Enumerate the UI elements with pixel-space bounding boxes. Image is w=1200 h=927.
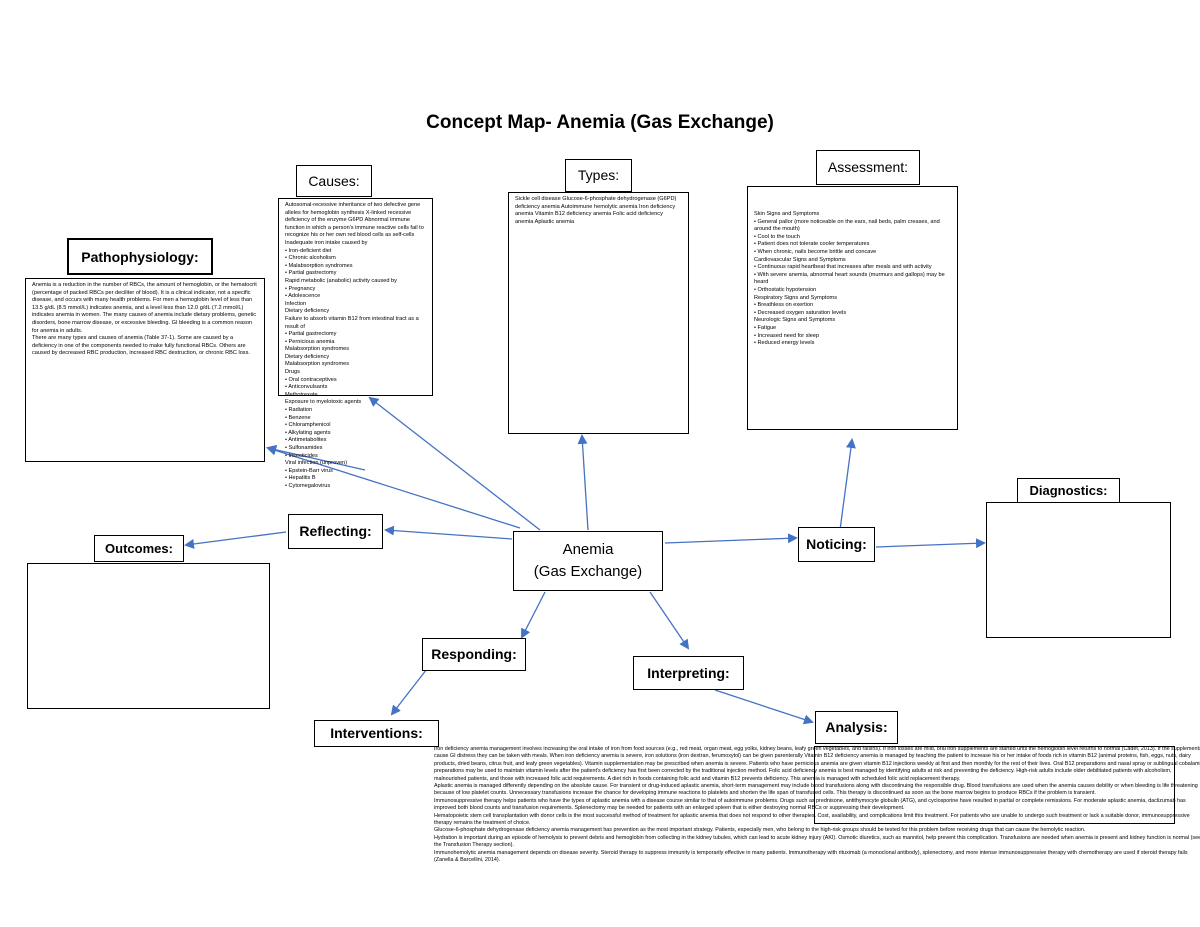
arrow-to-analysis xyxy=(714,689,814,725)
noticing-label: Noticing: xyxy=(798,527,875,562)
responding-label: Responding: xyxy=(422,638,526,671)
center-node-subtitle: (Gas Exchange) xyxy=(533,563,643,580)
assessment-label: Assessment: xyxy=(816,150,920,185)
diagnostics-label: Diagnostics: xyxy=(1017,478,1120,503)
center-node-anemia: Anemia (Gas Exchange) xyxy=(513,531,663,591)
arrow-to-outcomes xyxy=(184,531,287,549)
arrow-to-noticing xyxy=(664,533,798,544)
arrow-to-pathophysiology xyxy=(266,445,521,529)
pathophysiology-label: Pathophysiology: xyxy=(67,238,213,275)
page-title: Concept Map- Anemia (Gas Exchange) xyxy=(426,112,774,133)
causes-text-box: Autosomal-recessive inheritance of two d… xyxy=(278,198,433,489)
arrow-to-diagnostics xyxy=(875,538,986,549)
interventions-text: Iron deficiency anemia management involv… xyxy=(434,746,1200,864)
arrow-to-pathophysiology-2 xyxy=(266,444,366,471)
pathophysiology-text-box: Anemia is a reduction in the number of R… xyxy=(25,278,265,462)
causes-label: Causes: xyxy=(296,165,372,197)
analysis-box xyxy=(814,746,1175,824)
arrow-to-interpreting xyxy=(649,591,690,650)
arrow-to-reflecting xyxy=(384,525,513,540)
reflecting-label: Reflecting: xyxy=(288,514,383,549)
interventions-label: Interventions: xyxy=(314,720,439,747)
interpreting-label: Interpreting: xyxy=(633,656,744,690)
arrow-to-assessment xyxy=(839,438,856,531)
diagnostics-box xyxy=(986,502,1171,638)
center-node-title: Anemia xyxy=(562,541,614,558)
types-label: Types: xyxy=(565,159,632,192)
assessment-text-box: Skin Signs and Symptoms • General pallor… xyxy=(747,186,958,430)
outcomes-label: Outcomes: xyxy=(94,535,184,562)
analysis-label: Analysis: xyxy=(815,711,898,744)
arrow-to-responding xyxy=(521,591,546,639)
types-text-box: Sickle cell disease Glucose-6-phosphate … xyxy=(508,192,689,434)
outcomes-box xyxy=(27,563,270,709)
arrow-to-causes xyxy=(368,396,541,531)
arrow-to-interventions xyxy=(390,664,431,716)
arrow-to-types xyxy=(577,434,589,531)
